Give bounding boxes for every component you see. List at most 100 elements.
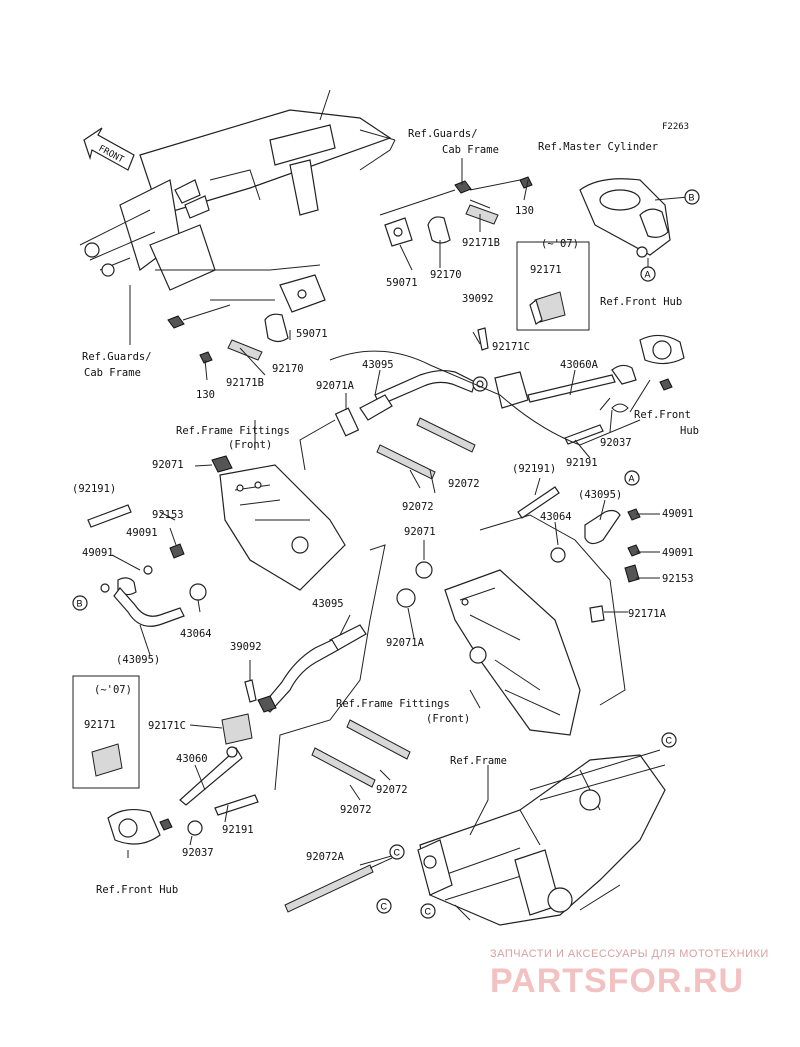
part-43095-mid: 43095 — [312, 598, 344, 610]
figure-code: F2263 — [662, 122, 689, 132]
part-39092-top: 39092 — [462, 293, 494, 305]
part-92171B-top: 92171B — [462, 237, 500, 249]
part-130-top: 130 — [515, 205, 534, 217]
ref-guards-cab-frame-left-line2: Cab Frame — [84, 367, 141, 379]
part-43060: 43060 — [176, 753, 208, 765]
bracket-92171C-left — [221, 713, 253, 745]
part-92072-b: 92072 — [402, 501, 434, 513]
part-92072A: 92072A — [306, 851, 345, 863]
part-39092-left: 39092 — [230, 641, 262, 653]
part-130-left: 130 — [196, 389, 215, 401]
part-49091-left-b: 49091 — [82, 547, 114, 559]
part-92171B-left: 92171B — [226, 377, 264, 389]
part-92191-bottom: 92191 — [222, 824, 254, 836]
main-frame-drawing — [417, 749, 666, 926]
ref-front-hub-right-line2: Hub — [680, 425, 699, 437]
part-92191-paren-left: (92191) — [72, 483, 116, 495]
frame-outline-mid — [274, 514, 626, 791]
svg-text:B: B — [689, 193, 695, 203]
tube-92191-left — [87, 504, 132, 528]
part-92071A-top: 92071A — [316, 380, 355, 392]
bracket-43060A — [494, 334, 685, 413]
part-92170-top: 92170 — [430, 269, 462, 281]
right-frame-fitting — [444, 569, 581, 736]
grommet-43064-left — [189, 583, 207, 601]
ref-front-hub-top: Ref.Front Hub — [600, 296, 682, 308]
part-43095-paren-right: (43095) — [578, 489, 622, 501]
cable-ties-upper — [376, 417, 476, 480]
svg-text:C: C — [381, 902, 388, 912]
front-arrow-icon: FRONT — [83, 127, 135, 171]
left-bracket-assembly — [167, 274, 326, 364]
part-43095-paren-left: (43095) — [116, 654, 160, 666]
part-92171-box-left: 92171 — [84, 719, 116, 731]
clip-top — [472, 327, 489, 351]
svg-text:C: C — [394, 848, 401, 858]
circle-marker-a-top: A — [640, 266, 656, 282]
part-92072-a: 92072 — [448, 478, 480, 490]
circle-marker-b-left: B — [72, 595, 88, 611]
frame-fitting-outline-top — [299, 350, 641, 471]
middle-hose-assembly — [257, 561, 433, 713]
hose-43095-left — [113, 587, 185, 627]
leader-lines — [111, 158, 660, 866]
ref-guards-cab-frame-top-line1: Ref.Guards/ — [408, 128, 478, 140]
part-49091-right-b: 49091 — [662, 547, 694, 559]
watermark-logo: PARTSFOR.RU — [490, 962, 745, 1000]
ref-frame-fittings-mid-line2: (Front) — [426, 713, 470, 725]
part-92171C-left: 92171C — [148, 720, 186, 732]
part-92037-bottom: 92037 — [182, 847, 214, 859]
ref-frame-fittings-top-line2: (Front) — [228, 439, 272, 451]
part-92072-c: 92072 — [376, 784, 408, 796]
circle-markers: B A A B C C C C — [72, 189, 700, 919]
part-43064-left: 43064 — [180, 628, 212, 640]
ref-front-hub-right-line1: Ref.Front — [634, 409, 691, 421]
part-92071A-mid: 92071A — [386, 637, 425, 649]
svg-text:A: A — [629, 474, 635, 484]
clip-mid — [244, 679, 257, 703]
svg-text:A: A — [645, 270, 651, 280]
part-43060A: 43060A — [560, 359, 599, 371]
part-92191-paren-mid: (92191) — [512, 463, 556, 475]
part-92071-mid: 92071 — [404, 526, 436, 538]
variant-box-left — [72, 675, 140, 789]
box-note-left: (~'07) — [94, 684, 132, 696]
circle-marker-c-right: C — [661, 732, 677, 748]
part-92170-left: 92170 — [272, 363, 304, 375]
part-92153-left: 92153 — [152, 509, 184, 521]
svg-text:B: B — [77, 599, 83, 609]
reference-labels: Ref.Guards/ Cab Frame Ref.Master Cylinde… — [82, 128, 699, 896]
ref-front-hub-bottom: Ref.Front Hub — [96, 884, 178, 896]
variant-box-top — [516, 241, 590, 331]
cable-tie-92072A — [284, 857, 393, 913]
ref-frame-fittings-mid-line1: Ref.Frame Fittings — [336, 698, 450, 710]
part-92191-top: 92191 — [566, 457, 598, 469]
ref-frame-fittings-top-line1: Ref.Frame Fittings — [176, 425, 290, 437]
ref-master-cylinder: Ref.Master Cylinder — [538, 141, 658, 153]
svg-text:C: C — [425, 907, 432, 917]
part-92171C-top: 92171C — [492, 341, 530, 353]
watermark-tagline: ЗАПЧАСТИ И АКСЕССУАРЫ ДЛЯ МОТОТЕХНИКИ — [490, 948, 769, 960]
circle-marker-c-tie: C — [389, 844, 405, 860]
part-number-labels: 130 92171B 59071 92170 92171 39092 92171… — [72, 205, 694, 863]
part-49091-right-a: 49091 — [662, 508, 694, 520]
circle-marker-c-bottom-2: C — [420, 903, 436, 919]
part-92171A: 92171A — [628, 608, 667, 620]
guard-frame-drawing — [79, 89, 396, 301]
part-92071-left: 92071 — [152, 459, 184, 471]
tube-92191-top — [564, 424, 604, 445]
top-bracket-assembly — [379, 176, 533, 247]
upper-brake-hose — [334, 369, 488, 437]
ref-guards-cab-frame-top-line2: Cab Frame — [442, 144, 499, 156]
part-92153-right: 92153 — [662, 573, 694, 585]
ref-frame: Ref.Frame — [450, 755, 507, 767]
svg-text:C: C — [666, 736, 673, 746]
ref-guards-cab-frame-left-line1: Ref.Guards/ — [82, 351, 152, 363]
part-59071-left: 59071 — [296, 328, 328, 340]
part-59071-top: 59071 — [386, 277, 418, 289]
part-92171-box-top: 92171 — [530, 264, 562, 276]
part-92072-d: 92072 — [340, 804, 372, 816]
right-fittings — [550, 508, 641, 623]
left-frame-fitting — [211, 455, 346, 591]
